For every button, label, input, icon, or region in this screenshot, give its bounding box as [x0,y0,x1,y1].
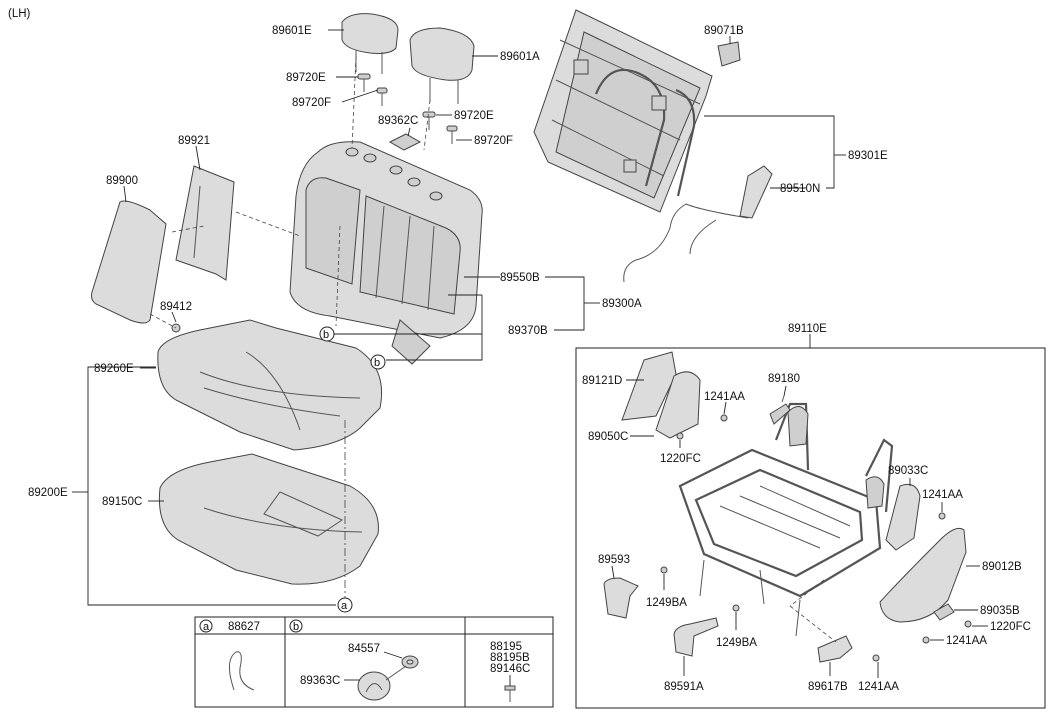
legend-part-88195: 88195 [490,641,522,653]
legend-part-89146C: 89146C [490,663,530,675]
seat-back-frame-89301E [533,9,713,213]
screws [660,414,972,662]
side-label: (LH) [8,8,31,20]
label-89150C: 89150C [102,496,142,508]
guide-89720E-a [357,73,371,92]
label-89591A: 89591A [664,681,704,693]
seat-frame-89110E [678,402,894,637]
label-89720F-b: 89720F [474,135,513,147]
leader-lines [123,29,988,678]
seat-back-89300A [289,141,483,365]
label-89720E-a: 89720E [286,72,326,84]
label-89900: 89900 [106,175,138,187]
seat-cushion-cover-89260E [157,319,383,451]
legend-letter-a: a [203,621,210,633]
label-1220FC-a: 1220FC [660,453,701,465]
label-89601A: 89601A [500,51,540,63]
harness-89510N [623,165,773,283]
label-89601E: 89601E [272,25,312,37]
label-89510N: 89510N [780,183,820,195]
label-89412: 89412 [160,301,192,313]
label-89720F-a: 89720F [292,97,331,109]
guide-89720F-a [376,87,388,106]
label-89033C: 89033C [888,465,928,477]
clip-88627 [229,651,255,691]
label-89593: 89593 [598,554,630,566]
legend-part-84557: 84557 [348,643,380,655]
legend-part-88627: 88627 [228,621,260,633]
label-1241AA-a: 1241AA [704,391,745,403]
cover-89617B [817,635,853,663]
legend-table: a 88627 b 84557 89363C 88195 88195B 8914… [194,616,554,708]
callout-b-2: b [370,354,386,370]
label-89200E: 89200E [28,487,68,499]
svg-text:b: b [323,329,329,341]
label-89921: 89921 [178,135,210,147]
label-89550B: 89550B [500,272,540,284]
legend-part-88195B: 88195B [490,652,530,664]
svg-text:a: a [341,600,348,612]
label-89180: 89180 [768,373,800,385]
label-89301E: 89301E [848,150,888,162]
legend-part-89363C: 89363C [300,675,340,687]
label-1249BA-b: 1249BA [716,637,757,649]
bracket-89071B [717,41,741,67]
label-1241AA-d: 1241AA [858,681,899,693]
headrest-89601E [341,13,399,74]
seat-cushion-pad-89150C [158,453,379,585]
label-1220FC-b: 1220FC [990,621,1031,633]
cover-89035B [933,603,955,621]
cover-89121D [621,351,677,421]
seat-frame-assembly-box [575,347,1046,709]
label-89720E-b: 89720E [454,110,494,122]
cover-89593 [603,577,639,619]
callout-b-1: b [319,326,335,342]
label-89110E: 89110E [788,323,827,335]
headrest-89601A [409,27,475,104]
knob-89363C [357,665,407,701]
label-89121D: 89121D [582,375,622,387]
guide-89720F-b [446,125,458,144]
label-89260E: 89260E [94,363,134,375]
lever-89180 [769,395,791,425]
label-89300A: 89300A [602,298,642,310]
label-89050C: 89050C [588,431,628,443]
svg-text:b: b [374,357,380,369]
screw-88195 [504,685,516,702]
label-1249BA-a: 1249BA [646,597,687,609]
label-89362C: 89362C [378,115,418,127]
label-89012B: 89012B [982,561,1022,573]
label-89035B: 89035B [980,605,1020,617]
group-bracket-89200E [87,366,336,606]
cover-89362C [388,133,422,151]
label-89370B: 89370B [508,325,548,337]
grommet-84557 [401,655,419,669]
shield-89012B [879,527,967,623]
side-trim-89921 [175,165,235,281]
label-1241AA-c: 1241AA [946,635,987,647]
part-labels: 89601E 89601A 89720E 89720F 89362C 89720… [28,25,1031,693]
cover-89033C [885,483,921,551]
cover-89591A [673,617,719,657]
label-89071B: 89071B [704,25,744,37]
guide-89720E-b [422,111,436,130]
label-1241AA-b: 1241AA [922,489,963,501]
label-89617B: 89617B [808,681,848,693]
side-cover-89900 [91,200,167,324]
legend-letter-b: b [293,621,299,633]
callout-a: a [337,597,353,613]
